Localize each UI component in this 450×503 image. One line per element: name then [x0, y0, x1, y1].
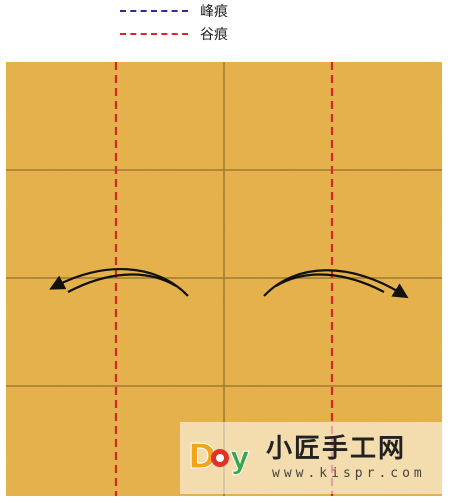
- legend-valley-fold: 谷痕: [120, 24, 228, 44]
- legend-mountain-fold: 峰痕: [120, 1, 228, 21]
- fold-arrow-right: [263, 269, 409, 299]
- valley-fold-line-sample: [120, 33, 188, 35]
- valley-fold-lines: [114, 62, 334, 496]
- site-watermark: D y 小匠手工网 www.kispr.com: [180, 422, 442, 494]
- fold-arrow-left-inner: [67, 273, 177, 293]
- origami-paper: [6, 62, 442, 496]
- valley-fold-label: 谷痕: [200, 27, 228, 43]
- fold-arrow-left: [49, 267, 189, 297]
- watermark-brand: 小匠手工网: [266, 434, 407, 464]
- mountain-fold-label: 峰痕: [200, 4, 228, 20]
- watermark-url: www.kispr.com: [272, 466, 426, 481]
- svg-text:y: y: [230, 441, 250, 476]
- fold-arrow-right-inner: [275, 273, 385, 293]
- diy-logo-icon: D y: [188, 437, 251, 478]
- mountain-fold-line-sample: [120, 10, 188, 12]
- fold-legend: 峰痕 谷痕: [120, 0, 320, 44]
